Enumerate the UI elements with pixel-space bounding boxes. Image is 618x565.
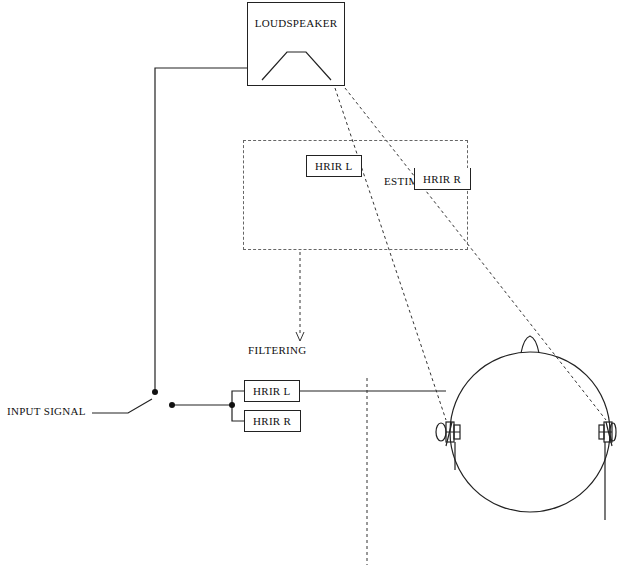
node-label: HRIR R <box>423 173 462 185</box>
filter-box: HRIR L <box>244 380 300 402</box>
node-label: HRIR L <box>253 385 291 397</box>
hrir-box: HRIR R <box>414 168 471 190</box>
terminal-dot <box>169 402 175 408</box>
sound-path <box>345 88 606 420</box>
hrir-box: HRIR L <box>306 155 362 177</box>
earphone <box>599 422 612 520</box>
sound-path <box>335 88 446 420</box>
arrowhead <box>296 332 304 341</box>
filter-box: HRIR R <box>244 410 301 432</box>
node-label: HRIR L <box>315 160 353 172</box>
signal-label: INPUT SIGNAL <box>6 405 87 417</box>
node-label: LOUDSPEAKER <box>255 17 338 29</box>
loudspeaker-box: LOUDSPEAKER <box>247 2 345 86</box>
wire <box>155 68 247 392</box>
estimating-group: ESTIMATINGHRIR LHRIR R <box>243 140 468 250</box>
nose <box>521 336 539 353</box>
switch <box>92 399 152 413</box>
section-label: FILTERING <box>247 344 308 356</box>
head <box>450 352 610 512</box>
node-label: HRIR R <box>253 415 292 427</box>
transfer-arrow <box>300 252 301 334</box>
earphone <box>446 422 460 470</box>
separator-line <box>367 378 368 565</box>
terminal-dot <box>152 389 158 395</box>
earphone <box>436 423 446 441</box>
wire <box>172 391 246 421</box>
speaker-symbol <box>262 52 331 80</box>
junction-dot <box>229 402 235 408</box>
wire <box>300 390 446 391</box>
